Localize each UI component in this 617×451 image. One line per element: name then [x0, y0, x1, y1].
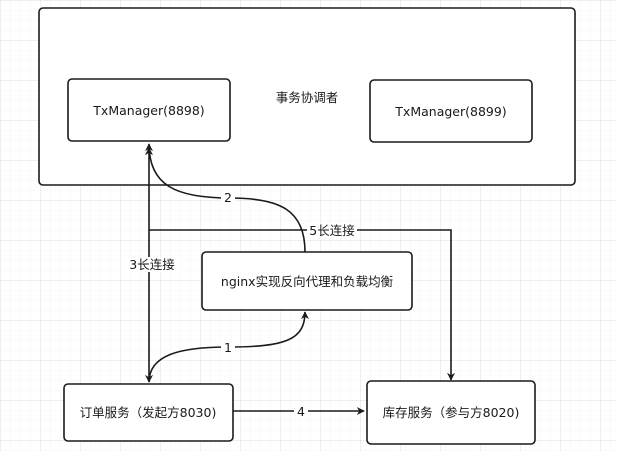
tx-manager-b-label: TxManager(8899): [394, 104, 506, 119]
edge-4-label-bg: [294, 404, 308, 419]
edge-2[interactable]: 2: [145, 143, 306, 253]
order-service-node[interactable]: 订单服务（发起方8030): [63, 383, 234, 442]
edge-4-label: 4: [297, 404, 305, 419]
tx-manager-a-box: [67, 78, 231, 142]
edge-5-label: 5长连接: [309, 223, 355, 238]
tx-manager-a-node[interactable]: TxManager(8898): [67, 78, 231, 142]
tx-manager-a-label: TxManager(8898): [92, 103, 204, 118]
edge-5-label-bg: [307, 223, 357, 238]
nginx-label: nginx实现反向代理和负载均衡: [221, 274, 393, 289]
stock-service-node[interactable]: 库存服务（参与方8020): [366, 380, 536, 445]
edge-5-line: [149, 229, 455, 381]
edge-3-label-bg: [125, 257, 179, 272]
stock-service-label: 库存服务（参与方8020): [383, 405, 520, 420]
edge-3-label: 3长连接: [129, 257, 175, 272]
edge-1-label: 1: [224, 340, 232, 355]
edge-5[interactable]: 5长连接: [149, 223, 455, 381]
edge-1-label-bg: [221, 340, 235, 355]
order-service-label: 订单服务（发起方8030): [80, 405, 217, 420]
edge-3[interactable]: 3长连接: [125, 147, 179, 383]
edge-4[interactable]: 4: [233, 404, 365, 419]
tx-manager-b-box: [369, 79, 533, 143]
edge-1[interactable]: 1: [148, 311, 309, 383]
nginx-box: [201, 251, 413, 311]
coordinator-label: 事务协调者: [276, 90, 339, 105]
stock-service-box: [366, 380, 536, 445]
edge-2-label-bg: [221, 190, 235, 205]
nginx-node[interactable]: nginx实现反向代理和负载均衡: [201, 251, 413, 311]
edge-2-label: 2: [224, 190, 232, 205]
order-service-box: [63, 383, 234, 442]
tx-manager-b-node[interactable]: TxManager(8899): [369, 79, 533, 143]
